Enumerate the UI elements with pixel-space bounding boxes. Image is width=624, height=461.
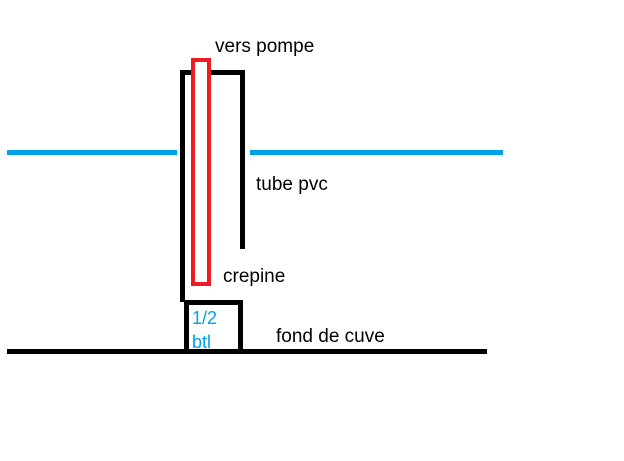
label-tube-pvc: tube pvc	[256, 174, 328, 195]
label-crepine: crepine	[223, 266, 286, 287]
pvc-tube-right-wall	[240, 70, 245, 249]
half-bottle-label: 1/2 btl	[192, 308, 218, 352]
tank-bottom-line	[7, 349, 487, 354]
half-bottle-box: 1/2 btl	[184, 300, 243, 354]
pvc-tube-left-wall	[180, 70, 185, 302]
red-suction-pipe	[191, 58, 211, 286]
water-line-right-segment	[250, 150, 503, 155]
label-fond-de-cuve: fond de cuve	[276, 326, 385, 347]
pvc-tube-top-cap	[180, 70, 245, 75]
water-line-left-segment	[7, 150, 177, 155]
label-vers-pompe: vers pompe	[215, 36, 315, 57]
